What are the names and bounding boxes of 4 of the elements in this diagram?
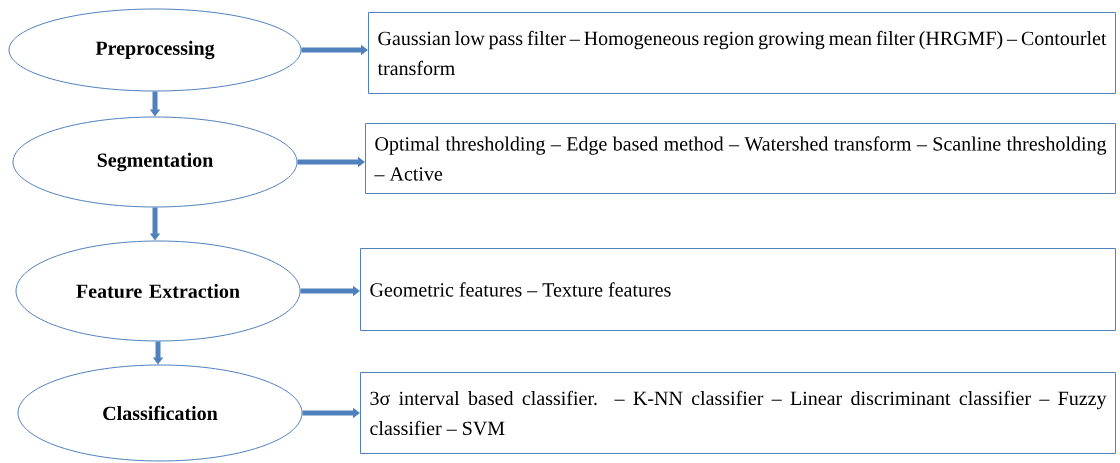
description-box: Geometric features – Texture features [360,248,1116,331]
description-box: 3σ interval based classifier. – K-NN classifier – Linear discriminant classifier – Fuzzy classifier – SVM [360,372,1116,454]
description-box: Optimal thresholding – Edge based method – Watershed transform – Scanline thresholding – Active [365,123,1116,194]
description-box: Gaussian low pass filter – Homogeneous region growing mean filter (HRGMF) – Contourlet transform [368,12,1116,94]
